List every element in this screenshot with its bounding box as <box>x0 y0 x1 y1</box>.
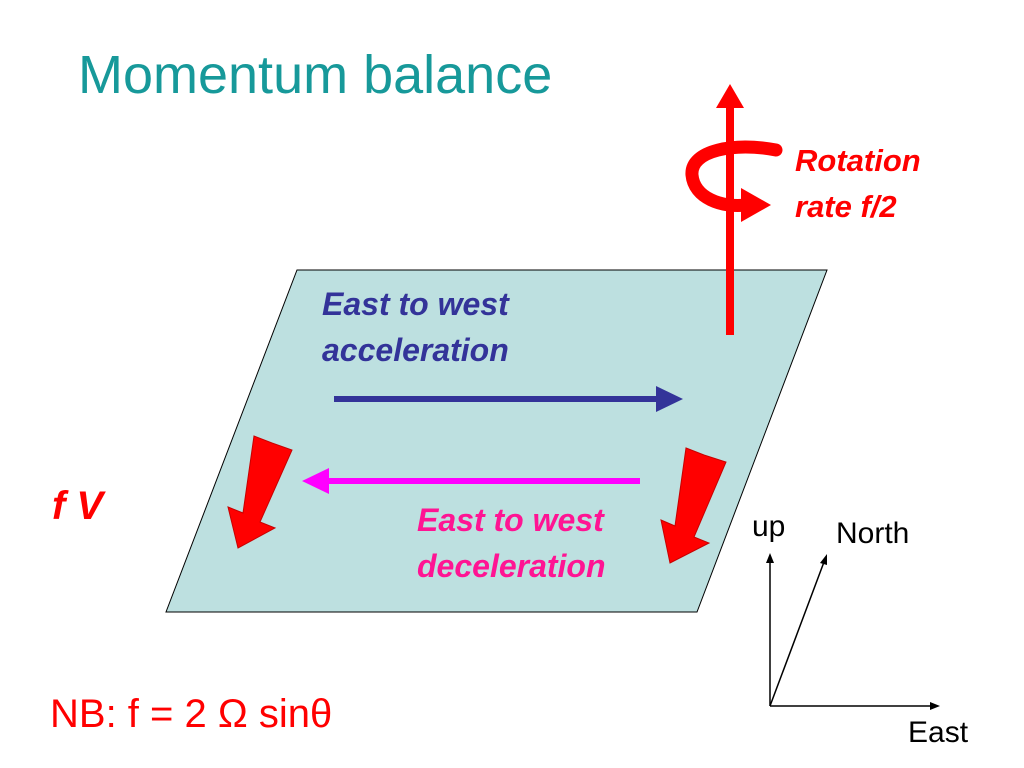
coriolis-label: f V <box>52 484 104 528</box>
axis-north-label: North <box>836 517 910 550</box>
coriolis-force-arrow-right <box>660 447 727 564</box>
coriolis-parameter-note: NB: f = 2 Ω sinθ <box>50 692 333 736</box>
acceleration-label: East to west acceleration <box>322 281 509 373</box>
deceleration-arrowhead <box>302 468 329 494</box>
axis-north-line <box>769 561 825 707</box>
axis-up-arrowhead <box>766 553 774 563</box>
coriolis-force-arrow-left <box>227 435 293 549</box>
acceleration-arrowhead <box>656 386 683 412</box>
deceleration-label-line1: East to west <box>417 502 604 538</box>
rotation-curl-arrowhead <box>741 188 771 222</box>
deceleration-label-line2: deceleration <box>417 548 606 584</box>
acceleration-label-line2: acceleration <box>322 332 509 368</box>
deceleration-label: East to west deceleration <box>417 497 606 589</box>
axis-east-label: East <box>908 716 969 749</box>
rotation-curl-icon <box>685 140 783 213</box>
acceleration-label-line1: East to west <box>322 286 509 322</box>
rotation-label: Rotation rate f/2 <box>795 138 921 230</box>
page-title: Momentum balance <box>78 45 553 105</box>
axis-up-label: up <box>752 510 786 543</box>
horizontal-plane <box>165 269 828 613</box>
axis-north-arrowhead <box>820 554 827 565</box>
rotation-label-line1: Rotation <box>795 143 921 178</box>
axis-east-arrowhead <box>930 702 940 710</box>
rotation-axis-arrowhead <box>716 84 744 108</box>
rotation-label-line2: rate f/2 <box>795 189 897 224</box>
